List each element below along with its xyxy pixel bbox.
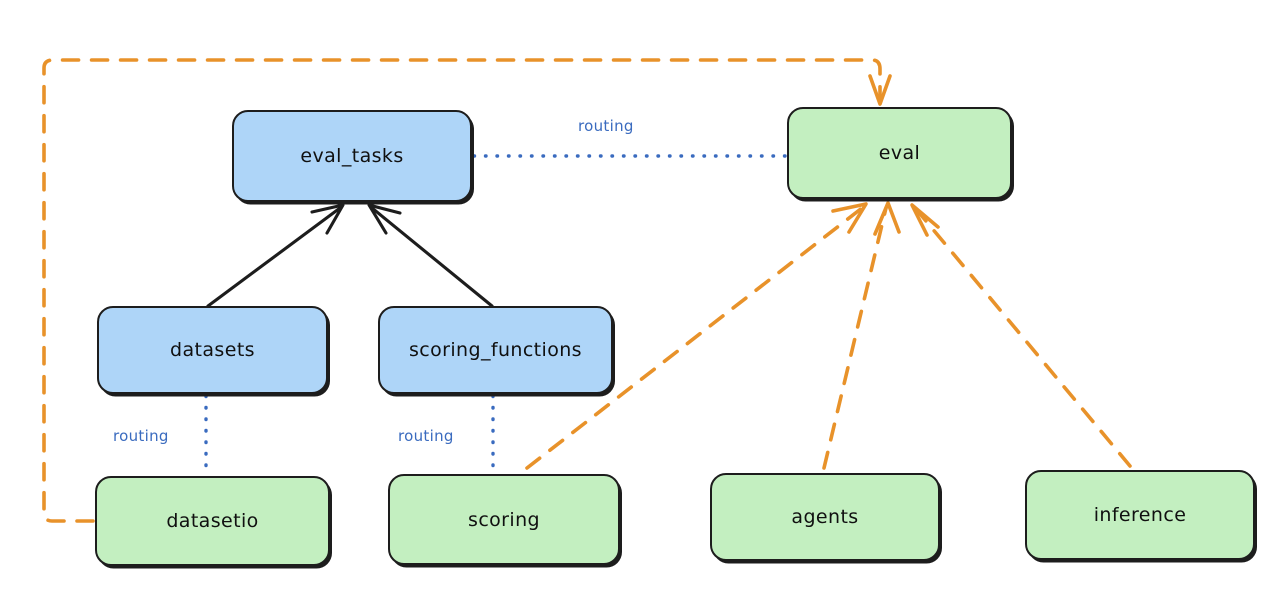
node-scoring-functions-label: scoring_functions: [409, 339, 582, 361]
node-eval-label: eval: [878, 142, 921, 164]
node-inference[interactable]: inference: [1025, 470, 1255, 560]
node-datasets[interactable]: datasets: [97, 306, 328, 394]
node-eval[interactable]: eval: [787, 107, 1012, 199]
node-inference-label: inference: [1093, 504, 1187, 526]
edge-agents-to-eval-dependency: [822, 201, 901, 470]
node-datasetio[interactable]: datasetio: [95, 476, 330, 566]
node-agents[interactable]: agents: [710, 473, 940, 561]
node-datasets-label: datasets: [170, 339, 255, 361]
node-eval-tasks[interactable]: eval_tasks: [232, 110, 472, 202]
node-eval-tasks-label: eval_tasks: [300, 145, 404, 167]
node-agents-label: agents: [791, 506, 859, 528]
node-scoring-label: scoring: [468, 508, 540, 531]
edge-datasetio-to-eval-dependency: [42, 58, 892, 523]
node-scoring[interactable]: scoring: [388, 474, 620, 565]
edge-label-routing-eval-tasks: routing: [578, 117, 634, 135]
edge-label-routing-scoring-functions: routing: [398, 427, 454, 445]
edge-scoring-functions-to-eval-tasks: [367, 203, 494, 308]
node-scoring-functions[interactable]: scoring_functions: [378, 306, 613, 394]
node-datasetio-label: datasetio: [166, 510, 259, 532]
edge-inference-to-eval-dependency: [910, 203, 1132, 468]
edge-label-routing-datasets: routing: [113, 427, 169, 445]
edge-scoring-to-eval-dependency: [525, 202, 868, 470]
edge-datasets-to-eval-tasks: [206, 203, 345, 308]
